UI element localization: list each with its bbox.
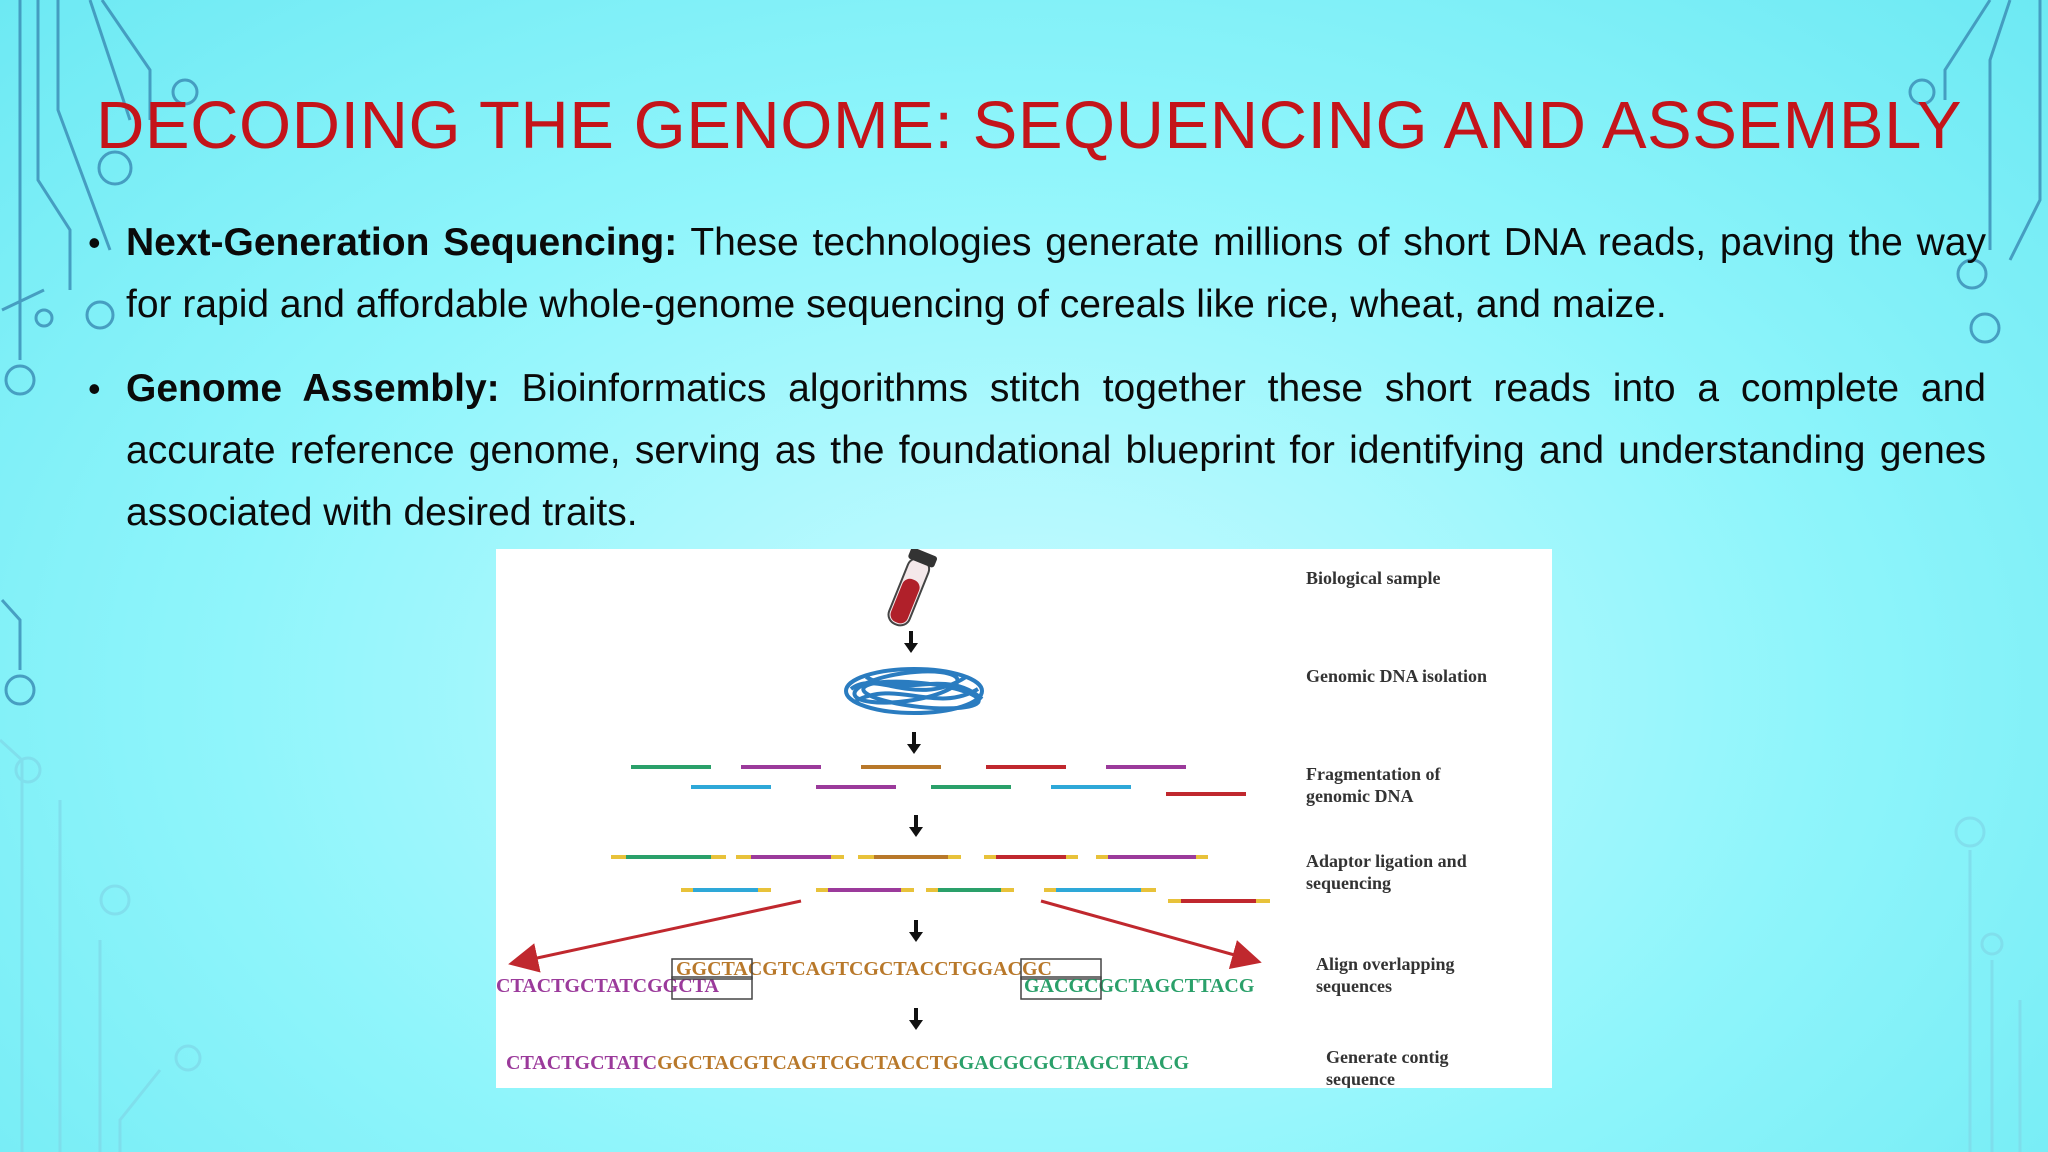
step-label: Generate contig bbox=[1326, 1047, 1448, 1067]
step-label: Biological sample bbox=[1306, 568, 1441, 588]
overlap-box bbox=[671, 958, 753, 980]
step-label: genomic DNA bbox=[1306, 786, 1413, 806]
read-left: CTACTGCTATCGGCTA bbox=[496, 975, 720, 997]
test-tube-icon bbox=[887, 549, 937, 627]
dna-fragments bbox=[631, 765, 1246, 796]
bullet-assembly: • Genome Assembly: Bioinformatics algori… bbox=[86, 358, 1986, 544]
bullet-marker: • bbox=[88, 222, 101, 263]
step-labels: Biological sample Genomic DNA isolation … bbox=[1306, 568, 1487, 1088]
bullet-list: • Next-Generation Sequencing: These tech… bbox=[86, 212, 1986, 566]
step-label: sequences bbox=[1316, 976, 1392, 996]
sequencing-workflow-figure: CTACTGCTATCGGCTA GGCTACGTCAGTCGCTACCTGGA… bbox=[496, 549, 1552, 1088]
overlap-box bbox=[671, 976, 753, 1000]
adapter-ligated-reads bbox=[611, 855, 1270, 903]
step-label: sequencing bbox=[1306, 873, 1391, 893]
step-label: Genomic DNA isolation bbox=[1306, 666, 1487, 686]
slide-title: DECODING THE GENOME: SEQUENCING AND ASSE… bbox=[96, 88, 1963, 163]
bullet-marker: • bbox=[88, 368, 101, 409]
step-label: Adaptor ligation and bbox=[1306, 851, 1467, 871]
workflow-diagram: CTACTGCTATCGGCTA GGCTACGTCAGTCGCTACCTGGA… bbox=[496, 549, 1487, 1088]
bullet-term: Next-Generation Sequencing: bbox=[126, 221, 678, 264]
step-label: Fragmentation of bbox=[1306, 764, 1441, 784]
overlap-box bbox=[1020, 958, 1102, 980]
alignment-arrows bbox=[508, 899, 1262, 973]
bullet-text: These technologies generate millions of … bbox=[126, 221, 1986, 326]
overlap-box bbox=[1020, 976, 1102, 1000]
dna-tangle-icon bbox=[844, 667, 984, 715]
step-label: Align overlapping bbox=[1316, 954, 1455, 974]
down-arrows bbox=[904, 631, 923, 1030]
bullet-text: Bioinformatics algorithms stitch togethe… bbox=[126, 367, 1986, 534]
read-right: GACGCGCTAGCTTACG bbox=[1024, 975, 1255, 997]
bullet-ngs: • Next-Generation Sequencing: These tech… bbox=[86, 212, 1986, 336]
step-label: sequence bbox=[1326, 1069, 1395, 1088]
read-middle: GGCTACGTCAGTCGCTACCTGGACGC bbox=[676, 958, 1052, 980]
contig-sequence: CTACTGCTATCGGCTACGTCAGTCGCTACCTGGACGCGCT… bbox=[506, 1052, 1189, 1074]
bullet-term: Genome Assembly: bbox=[126, 367, 500, 410]
